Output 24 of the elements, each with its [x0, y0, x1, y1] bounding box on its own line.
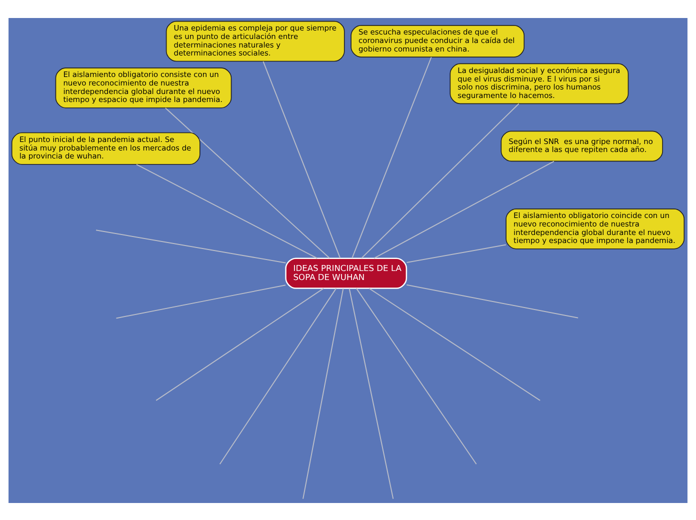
connector: [156, 287, 324, 400]
connector: [374, 160, 554, 258]
connector: [116, 284, 286, 318]
node-box: El aislamiento obligatorio coincide con un nuevo reconocimiento de nuestra interdependencia global durante el nuevo tiempo y espacio que impone la pandemia.: [506, 208, 685, 249]
connector: [96, 229, 286, 263]
connector: [356, 287, 477, 464]
connector: [136, 163, 318, 258]
node-box: Se escucha especulaciones de que el coronavirus puede conducir a la caída del gobierno comunista en china.: [350, 24, 525, 57]
connector: [406, 284, 579, 318]
connector: [219, 287, 337, 464]
connector: [368, 287, 541, 400]
node-box: Según el SNR es una gripe normal, no diferente a las que repiten cada año.: [500, 130, 663, 162]
connector: [348, 287, 394, 499]
connector: [302, 287, 344, 499]
connector: [164, 106, 330, 258]
node-box: El punto inicial de la pandemia actual. Se sitúa muy probablemente en los mercados de la provincia de wuhan.: [11, 132, 200, 164]
connector: [352, 56, 432, 258]
connector: [361, 102, 520, 258]
connector: [262, 60, 341, 258]
node-box: IDEAS PRINCIPALES DE LA SOPA DE WUHAN: [285, 257, 408, 288]
node-box: El aislamiento obligatorio consiste con un nuevo reconocimiento de nuestra interdependencia global durante el nuevo tiempo y espacio que impide la pandemia.: [55, 67, 232, 108]
node-box: La desigualdad social y económica asegura que el virus disminuye. E l virus por si solo nos discrimina, pero los humanos seguramente lo hacemos.: [450, 62, 629, 104]
connector: [406, 244, 506, 262]
node-box: Una epidemia es compleja por que siempre es un punto de articulación entre determinaciones naturales y determinaciones sociales.: [166, 20, 345, 62]
